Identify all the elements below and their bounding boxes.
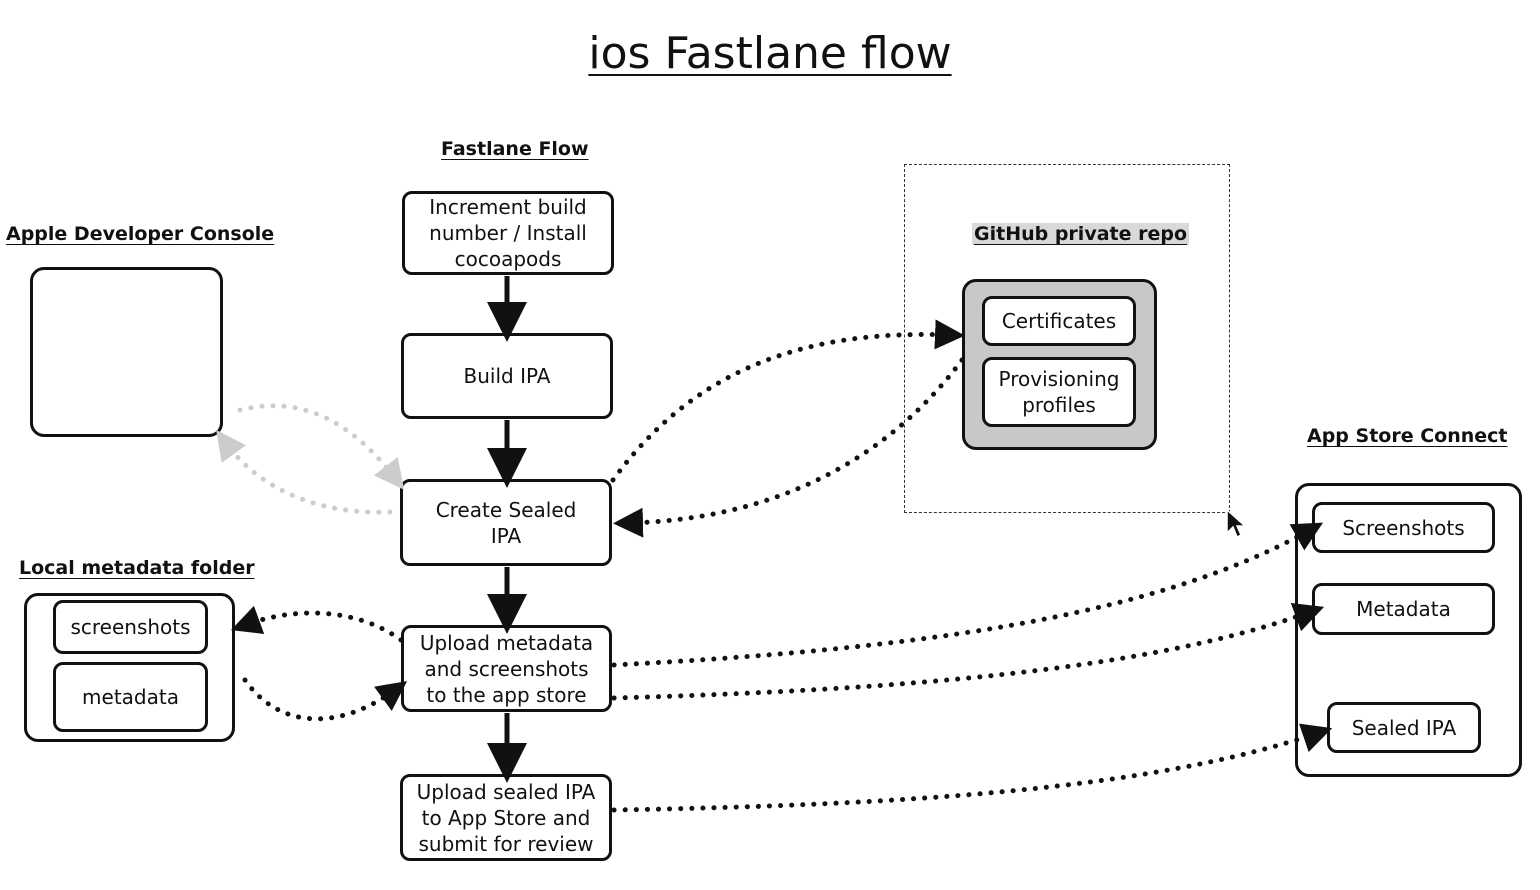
console-to-create-arrow [237, 403, 405, 490]
heading-fastlane-flow: Fastlane Flow [441, 138, 589, 160]
asc-metadata-box: Metadata [1312, 583, 1495, 635]
create-to-github-arrow [610, 319, 965, 483]
upload-sealed-to-asc-sealed-arrow [611, 723, 1333, 813]
upload-to-asc-screenshots-arrow [611, 522, 1324, 668]
step-increment-build: Increment build number / Install cocoapo… [402, 191, 614, 275]
local-metadata-to-upload-arrow [242, 677, 408, 722]
upload-to-local-screenshots-arrow [230, 605, 404, 643]
certificates-box: Certificates [982, 296, 1136, 346]
step-upload-sealed-ipa: Upload sealed IPA to App Store and submi… [400, 774, 612, 861]
apple-developer-console-box [30, 267, 223, 437]
step-create-sealed-ipa: Create Sealed IPA [400, 479, 612, 566]
upload-to-asc-metadata-arrow [611, 603, 1325, 701]
asc-sealed-ipa-box: Sealed IPA [1327, 702, 1481, 753]
create-to-console-arrow [216, 429, 393, 515]
heading-app-store-connect: App Store Connect [1307, 425, 1508, 447]
step-upload-metadata: Upload metadata and screenshots to the a… [401, 625, 612, 712]
local-screenshots-box: screenshots [53, 600, 208, 654]
provisioning-profiles-box: Provisioning profiles [982, 357, 1136, 427]
page-title: ios Fastlane flow [588, 28, 952, 79]
heading-local-metadata-folder: Local metadata folder [19, 557, 255, 579]
heading-apple-developer-console: Apple Developer Console [6, 223, 275, 245]
asc-screenshots-box: Screenshots [1312, 502, 1495, 553]
step-build-ipa: Build IPA [401, 333, 613, 419]
heading-github-private-repo: GitHub private repo [972, 223, 1190, 245]
local-metadata-box: metadata [53, 662, 208, 732]
mouse-cursor-icon [1226, 509, 1246, 539]
